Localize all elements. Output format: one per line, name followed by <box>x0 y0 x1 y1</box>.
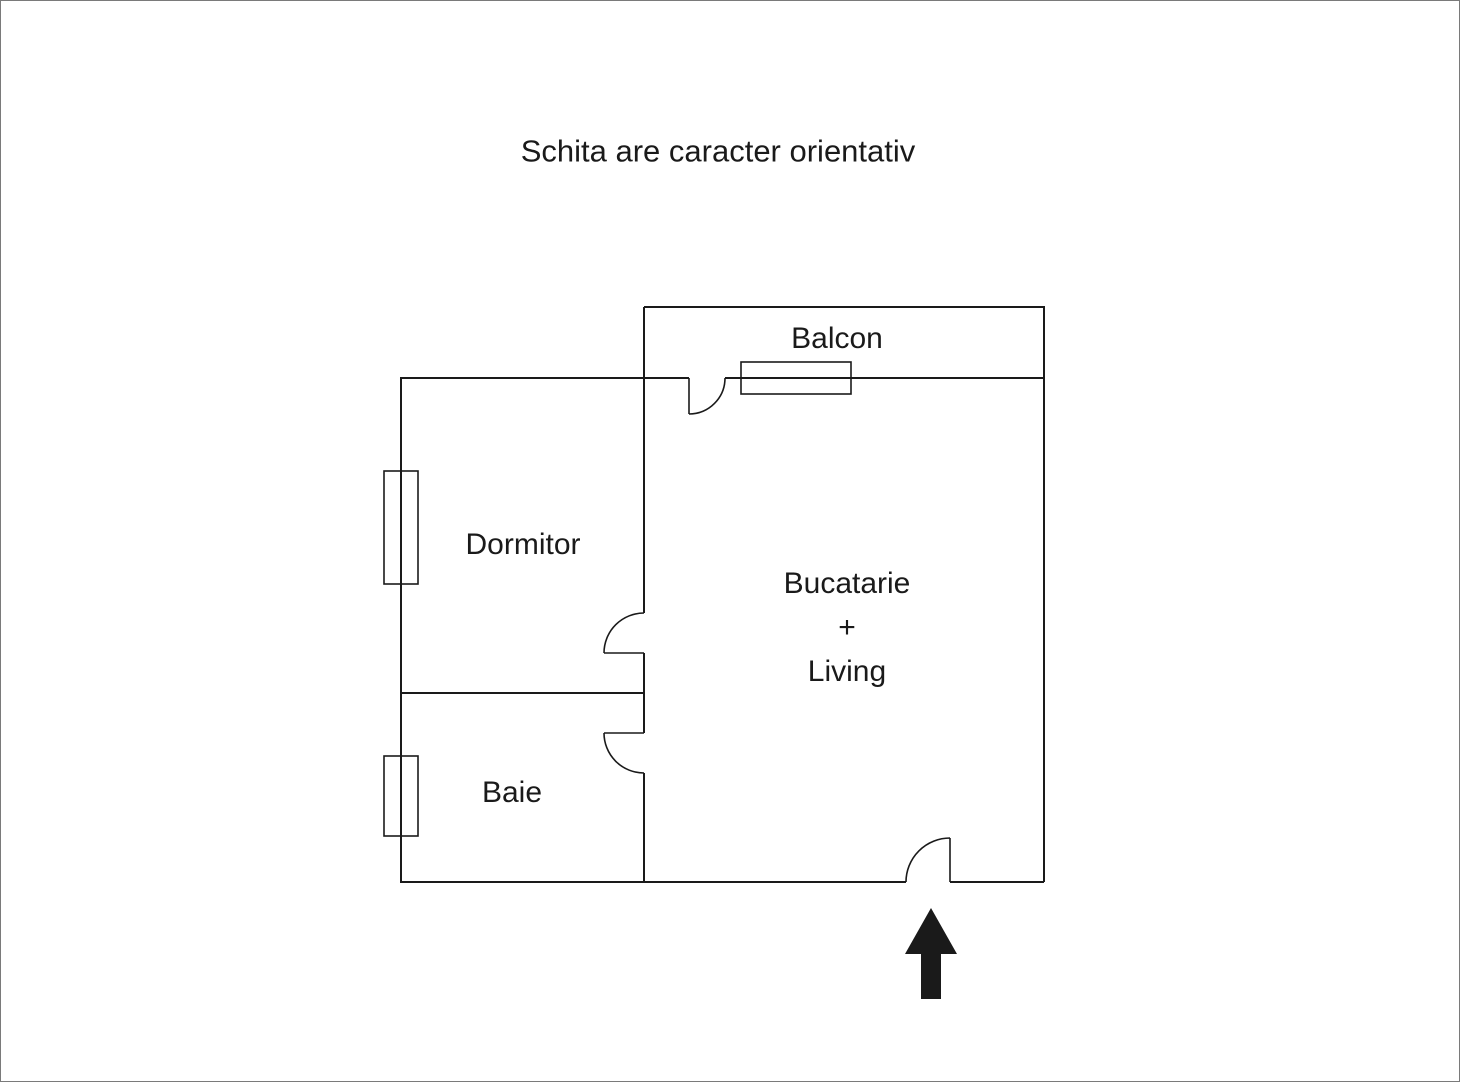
room-label-bucatarie-line3: Living <box>807 655 887 688</box>
wall-left-block <box>400 377 644 883</box>
up-arrow-icon <box>905 908 957 999</box>
room-label-baie: Baie <box>481 776 543 809</box>
wall-bucatarie-top-right <box>644 306 1045 882</box>
room-label-bucatarie-line2: + <box>838 611 856 644</box>
room-label-bucatarie-line1: Bucatarie <box>783 567 911 600</box>
window-baie <box>383 755 419 837</box>
window-balcon <box>740 361 852 395</box>
room-label-dormitor: Dormitor <box>465 528 581 561</box>
door-baie <box>603 732 645 774</box>
door-entrance <box>905 837 951 883</box>
page-title: Schita are caracter orientativ <box>520 133 916 169</box>
door-balcon <box>688 377 726 415</box>
window-dormitor <box>383 470 419 585</box>
room-label-bucatarie-living: Bucatarie + Living <box>784 562 911 694</box>
door-dormitor <box>603 612 645 654</box>
room-label-balcon: Balcon <box>791 322 883 355</box>
